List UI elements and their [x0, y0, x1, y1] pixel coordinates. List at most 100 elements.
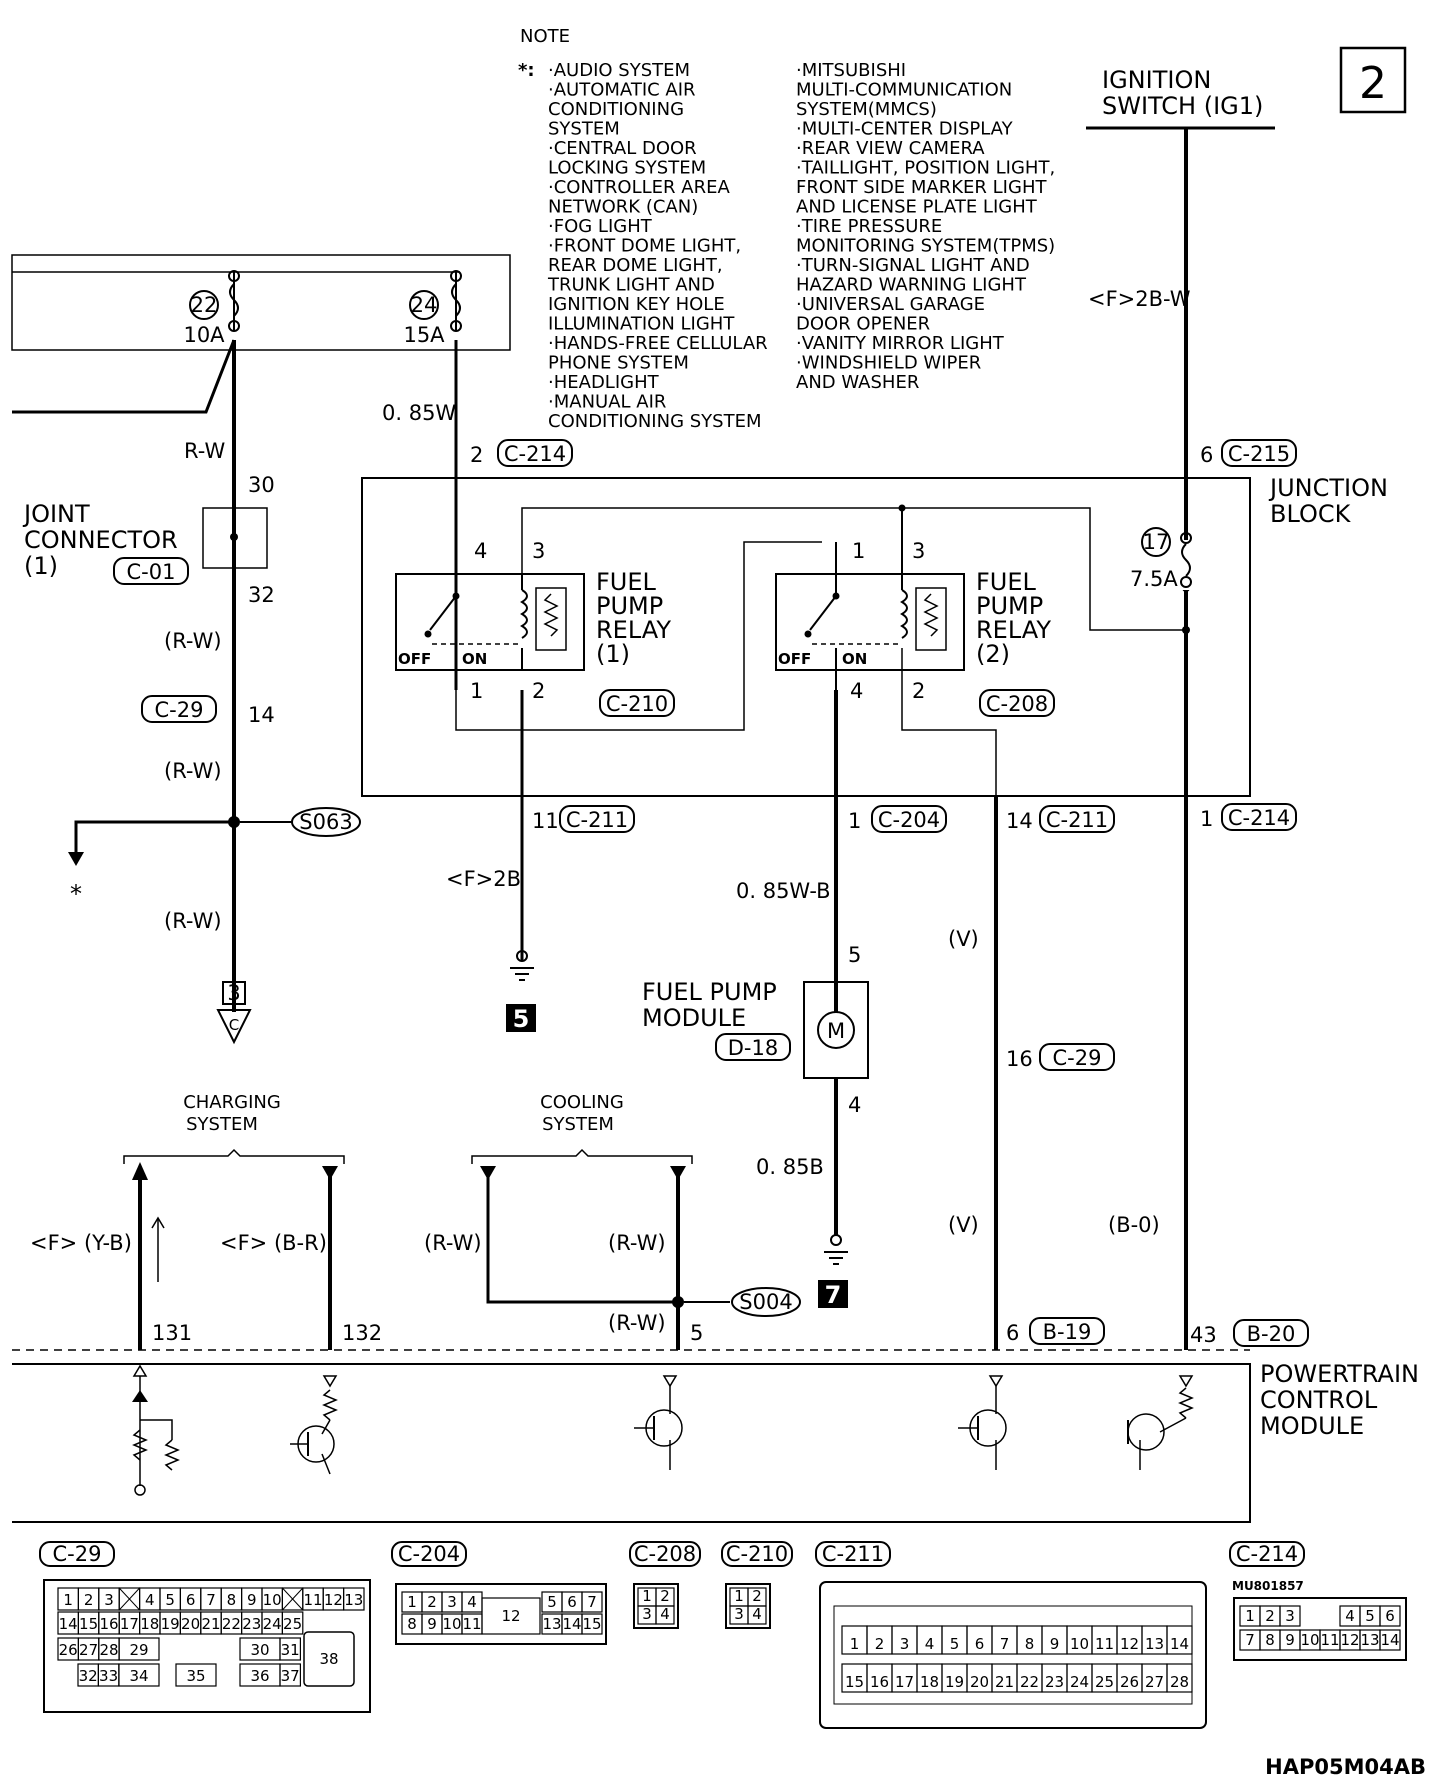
fuse17-out-node — [1182, 626, 1190, 634]
fuel-pump-label-2: MODULE — [642, 1004, 746, 1032]
c29-pin: 2 — [84, 1591, 94, 1609]
note-col1-line: SYSTEM — [548, 119, 620, 140]
note-col2-line: ·TIRE PRESSURE — [796, 216, 942, 237]
relay2-label-1: FUEL — [976, 568, 1037, 596]
cooling-wire-left — [486, 1176, 678, 1304]
note-col2-line: AND LICENSE PLATE LIGHT — [796, 197, 1038, 218]
c204-pin: 10 — [442, 1615, 461, 1633]
c214-pin: 2 — [1265, 1607, 1275, 1625]
c204-pin: 3 — [447, 1593, 457, 1611]
pcm-label-1: POWERTRAIN — [1260, 1360, 1419, 1388]
ground7-pin — [830, 1234, 842, 1246]
pcm-43-terminal — [1178, 1375, 1194, 1388]
c214-2-pin: 2 — [470, 443, 483, 467]
fuel-pump-motor — [817, 1011, 855, 1049]
relay2-on: ON — [842, 650, 867, 668]
c214-pin: 12 — [1340, 1631, 1359, 1649]
c211-11-pin: 11 — [532, 809, 559, 833]
note-col1-line: CONDITIONING — [548, 99, 684, 120]
ground5-label: 5 — [513, 1005, 530, 1033]
wire-label-v-1: (V) — [948, 927, 979, 951]
c204-pin: 13 — [542, 1615, 561, 1633]
note-col1-line: ·HANDS-FREE CELLULAR — [548, 333, 768, 354]
pcm-131-branch — [140, 1419, 173, 1440]
c215-6-badge — [1221, 439, 1297, 467]
ground7-label: 7 — [825, 1281, 842, 1309]
c211-pin: 9 — [1050, 1635, 1060, 1653]
c29-pin: 36 — [250, 1667, 269, 1685]
pcm-pin-131: 131 — [152, 1321, 192, 1345]
relay1-coil — [520, 589, 528, 639]
c210-pin: 3 — [734, 1605, 744, 1623]
c29-cell — [118, 1663, 160, 1687]
note-col1-line: LOCKING SYSTEM — [548, 158, 706, 179]
c29-pin: 37 — [281, 1667, 300, 1685]
c214-pin: 8 — [1265, 1631, 1275, 1649]
fuse17-number: 17 — [1143, 530, 1170, 554]
c214-1-badge — [1221, 803, 1297, 831]
c29-cell — [281, 1611, 304, 1635]
c211-frame — [819, 1581, 1207, 1729]
c211-pin: 17 — [895, 1673, 914, 1691]
c204-pin: 8 — [407, 1615, 417, 1633]
c29-16-badge — [1039, 1043, 1115, 1071]
fyb-arrow — [132, 1162, 148, 1180]
relay1-pin1: 1 — [470, 679, 483, 703]
wire-label-f2b: <F>2B — [446, 867, 521, 891]
junction-block-box — [361, 477, 1251, 797]
c204-pin: 2 — [427, 1593, 437, 1611]
note-col2-line: SYSTEM(MMCS) — [796, 99, 937, 120]
c215-6-conn: C-215 — [1228, 442, 1290, 466]
relay1-label-2: PUMP — [596, 592, 663, 620]
offpage-number: 3 — [227, 981, 240, 1005]
note-col2-line: ·UNIVERSAL GARAGE — [796, 294, 985, 315]
c204-pin: 6 — [567, 1593, 577, 1611]
cooling-bracket — [471, 1148, 693, 1164]
c29-pin: 34 — [129, 1667, 148, 1685]
c210-pin: 1 — [734, 1587, 744, 1605]
c204-pin: 4 — [467, 1593, 477, 1611]
relay2-box — [775, 573, 965, 671]
wire-label-f2bw: <F>2B-W — [1088, 287, 1191, 311]
c29-pin: 25 — [283, 1615, 302, 1633]
c29-14-conn: C-29 — [155, 698, 204, 722]
c29-blank-cell — [118, 1587, 140, 1611]
note-col1-line: ·AUDIO SYSTEM — [548, 60, 690, 81]
star-arrow — [68, 852, 84, 866]
b20-43-conn: B-20 — [1247, 1322, 1296, 1346]
pcm-132-emitter — [321, 1453, 331, 1475]
cooling-label-2: SYSTEM — [542, 1114, 614, 1135]
note-column-1: ·AUDIO SYSTEM·AUTOMATIC AIRCONDITIONINGS… — [547, 60, 768, 432]
pcm-43-collector — [1159, 1417, 1187, 1433]
c208-frame — [633, 1583, 679, 1629]
c204-1-badge — [871, 805, 947, 833]
fuse22-symbol — [229, 283, 239, 317]
relay1-box — [395, 573, 585, 671]
c29-pin: 5 — [165, 1591, 175, 1609]
pcm-43-transistor — [1127, 1413, 1165, 1451]
c214-1-pin: 1 — [1200, 807, 1213, 831]
c211-pin: 2 — [875, 1635, 885, 1653]
ignition-label-2: SWITCH (IG1) — [1102, 92, 1263, 120]
c211-pin: 18 — [920, 1673, 939, 1691]
note-col1-line: ·HEADLIGHT — [548, 372, 660, 393]
relay1-label-4: (1) — [596, 640, 630, 668]
c204-1-pin: 1 — [848, 809, 861, 833]
page-number-box — [1339, 46, 1407, 114]
c211-pin: 4 — [925, 1635, 935, 1653]
b20-43-pin: 43 — [1190, 1323, 1217, 1347]
pcm-131-ground — [134, 1484, 146, 1496]
fuse22-marker — [189, 290, 219, 320]
c29-pin: 3 — [104, 1591, 114, 1609]
c29-pin: 9 — [247, 1591, 257, 1609]
wire-label-rw-6: (R-W) — [608, 1231, 666, 1255]
c211-inner-frame — [833, 1605, 1193, 1705]
relay2-coil — [900, 589, 908, 639]
c211-cell — [1166, 1625, 1193, 1655]
diagram-code: HAP05M04AB — [1265, 1755, 1426, 1779]
joint-label-2: CONNECTOR — [24, 526, 178, 554]
c29-pin: 11 — [303, 1591, 322, 1609]
note-col1-line: ·MANUAL AIR — [548, 392, 666, 413]
c29-pin: 26 — [59, 1641, 78, 1659]
